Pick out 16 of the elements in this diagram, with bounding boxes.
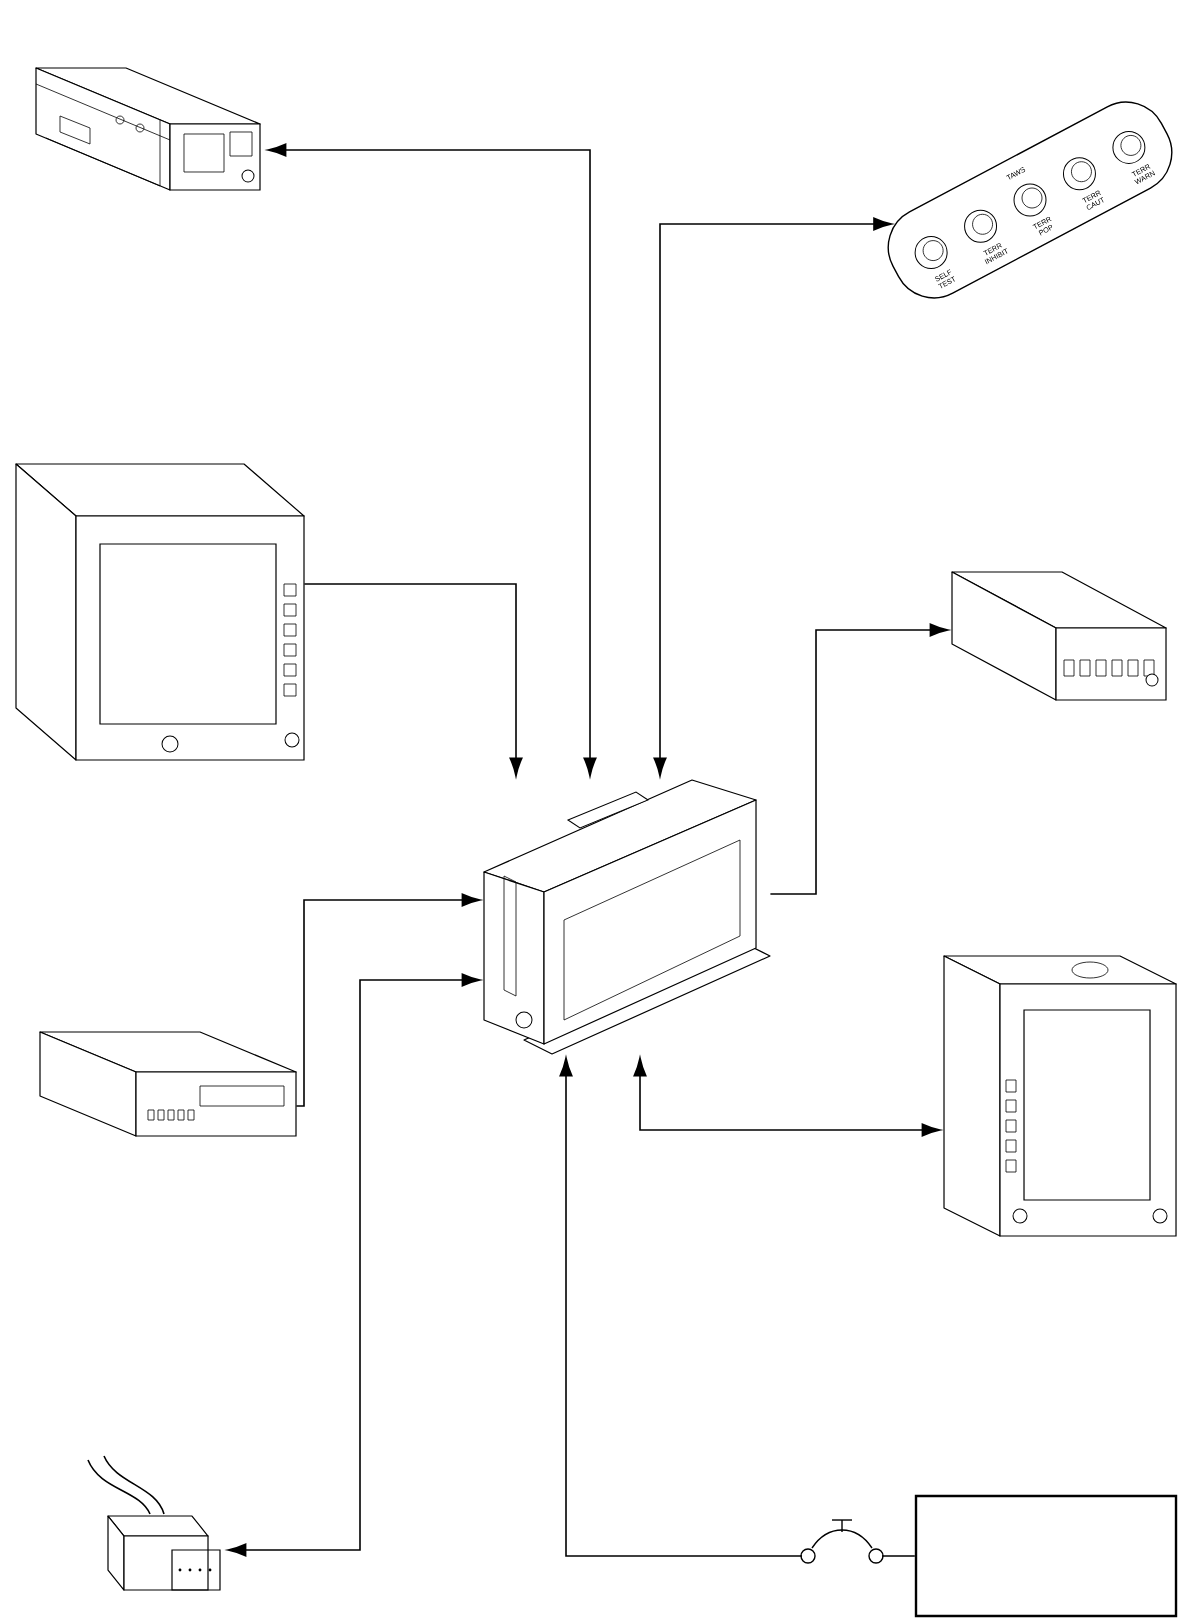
control-unit-drawing (951, 571, 1167, 701)
radio-unit-drawing (35, 67, 261, 191)
display-unit-drawing (15, 463, 305, 761)
arrow (633, 1057, 941, 1137)
arrow (303, 583, 523, 777)
arrow (295, 893, 481, 1107)
radio-unit-drawing (39, 1031, 297, 1137)
connector-plug-drawing (87, 1455, 221, 1591)
display-unit-drawing (943, 955, 1177, 1237)
computer-unit-drawing (483, 779, 771, 1055)
arrow (267, 143, 597, 777)
arrow (227, 973, 481, 1557)
arrow (769, 623, 949, 895)
arrow (653, 217, 893, 777)
equipment-box (914, 1494, 1178, 1618)
arrow (559, 1057, 916, 1557)
